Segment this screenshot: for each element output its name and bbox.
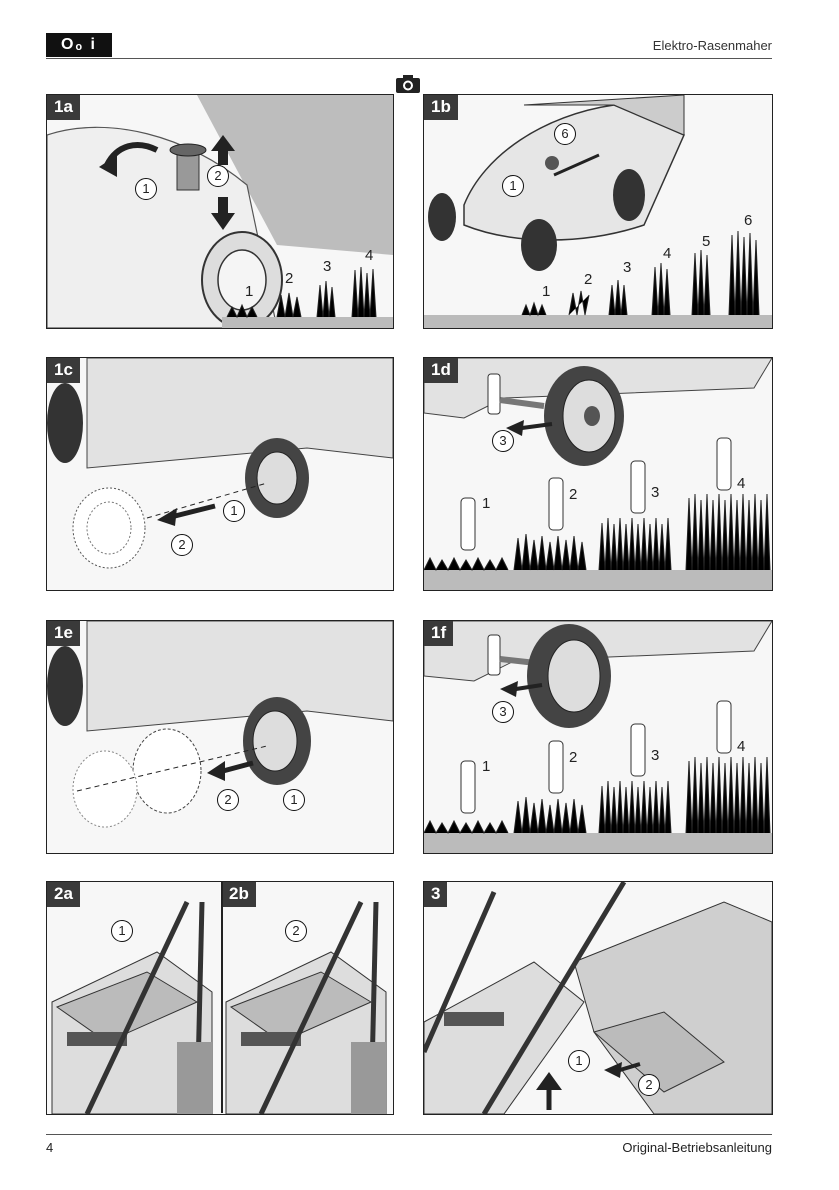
callout-1: 1 (502, 175, 524, 197)
callout-2: 2 (207, 165, 229, 187)
height-label-3: 3 (623, 259, 632, 276)
height-label-2: 2 (285, 270, 294, 287)
height-label-1: 1 (482, 758, 491, 775)
height-label-3: 3 (651, 484, 660, 501)
panel-tag: 1e (47, 621, 80, 646)
height-label-1: 1 (482, 495, 491, 512)
page-header-title: Elektro-Rasenmaher (652, 38, 772, 53)
callout-1: 1 (283, 789, 305, 811)
rear-wheel-height-illustration (424, 621, 772, 853)
panel-tag: 1a (47, 95, 80, 120)
mower-top-illustration (424, 95, 772, 328)
panel-2a-2b: 2a 2b 1 2 (46, 881, 394, 1115)
grass-bag-illustration (424, 882, 772, 1114)
panel-tag: 1d (424, 358, 458, 383)
camera-icon (396, 75, 420, 93)
height-label-4: 4 (737, 738, 746, 755)
panel-tag: 3 (424, 882, 448, 907)
callout-1: 1 (111, 920, 133, 942)
front-wheel-removal-illustration (47, 358, 393, 569)
height-label-6: 6 (744, 212, 753, 229)
callout-1: 1 (135, 178, 157, 200)
height-label-1: 1 (245, 283, 254, 300)
info-badge: Oₒ i (46, 33, 112, 57)
panel-1e: 1e 2 1 (46, 620, 394, 854)
panel-tag: 1b (424, 95, 458, 120)
panel-3: 3 1 2 (423, 881, 773, 1115)
callout-2: 2 (638, 1074, 660, 1096)
height-label-3: 3 (323, 258, 332, 275)
handle-fold-illustration (51, 900, 387, 1114)
height-label-2: 2 (569, 486, 578, 503)
header-divider (46, 58, 772, 59)
panel-tag: 1c (47, 358, 80, 383)
height-label-4: 4 (365, 247, 374, 264)
height-label-2: 2 (584, 271, 593, 288)
callout-1: 1 (568, 1050, 590, 1072)
panel-divider (221, 881, 223, 1113)
height-label-2: 2 (569, 749, 578, 766)
panel-1c: 1c 1 2 (46, 357, 394, 591)
callout-2: 2 (285, 920, 307, 942)
badge-text: Oₒ i (61, 36, 97, 53)
front-wheel-height-illustration (424, 358, 772, 590)
callout-3: 3 (492, 701, 514, 723)
panel-1a: 1a 1 2 1 2 3 4 (46, 94, 394, 329)
callout-2: 2 (171, 534, 193, 556)
height-label-3: 3 (651, 747, 660, 764)
callout-6: 6 (554, 123, 576, 145)
height-label-4: 4 (737, 475, 746, 492)
panel-1f: 1f 3 1 2 3 4 (423, 620, 773, 854)
height-label-5: 5 (702, 233, 711, 250)
callout-1: 1 (223, 500, 245, 522)
panel-tag: 1f (424, 621, 454, 646)
height-label-4: 4 (663, 245, 672, 262)
panel-1b: 1b 1 6 1 2 3 4 5 6 (423, 94, 773, 329)
rear-wheel-removal-illustration (47, 621, 393, 828)
height-lever-illustration (47, 95, 393, 328)
panel-1d: 1d 3 1 2 3 4 (423, 357, 773, 591)
callout-3: 3 (492, 430, 514, 452)
panel-tag-2a: 2a (47, 882, 80, 907)
footer-title: Original-Betriebsanleitung (622, 1140, 772, 1155)
callout-2: 2 (217, 789, 239, 811)
panel-tag-2b: 2b (222, 882, 256, 907)
page-number: 4 (46, 1140, 54, 1155)
footer-divider (46, 1134, 772, 1135)
height-label-1: 1 (542, 283, 551, 300)
